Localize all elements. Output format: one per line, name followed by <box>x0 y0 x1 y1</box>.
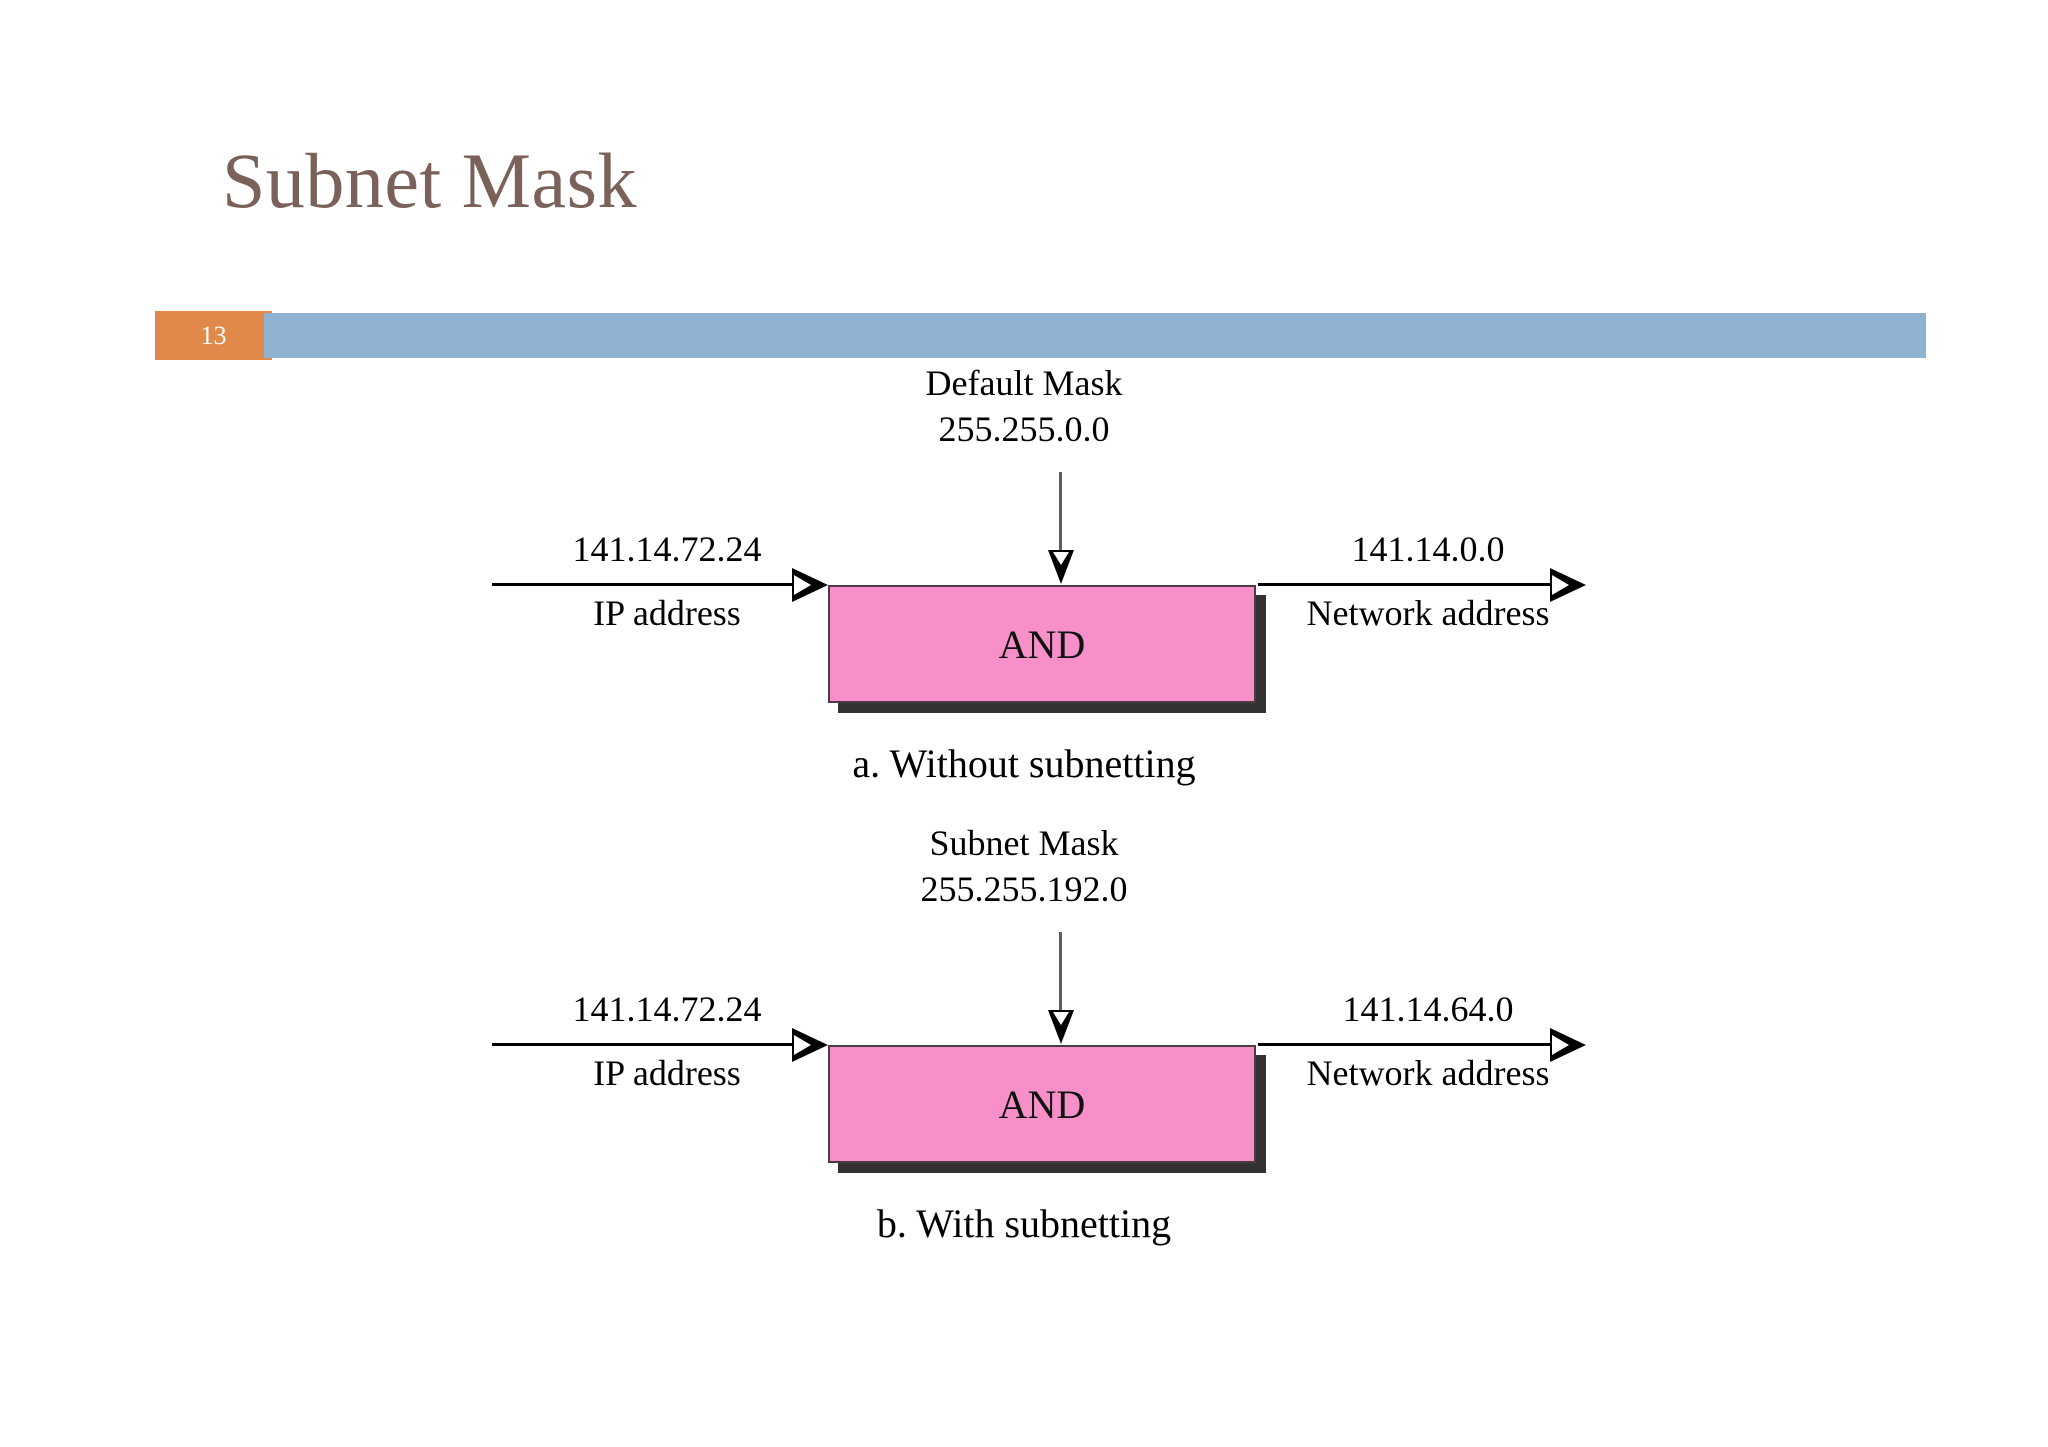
diagram-without-subnetting: Default Mask 255.255.0.0 141.14.72.24 IP… <box>0 360 2048 786</box>
mask-down-arrow <box>1048 472 1074 592</box>
output-flow-a: 141.14.0.0 Network address <box>1258 529 1598 640</box>
output-label: Network address <box>1306 593 1550 633</box>
input-flow-a: 141.14.72.24 IP address <box>492 529 842 640</box>
output-value: 141.14.64.0 <box>1342 989 1514 1029</box>
output-value: 141.14.0.0 <box>1351 529 1505 569</box>
input-label: IP address <box>593 593 741 633</box>
mask-value: 255.255.0.0 <box>938 409 1110 450</box>
mask-title: Subnet Mask <box>929 823 1119 863</box>
output-flow-b: 141.14.64.0 Network address <box>1258 989 1598 1100</box>
page-title: Subnet Mask <box>222 137 637 224</box>
input-flow-b: 141.14.72.24 IP address <box>492 989 842 1100</box>
header-band-bar <box>264 313 1926 358</box>
mask-title: Default Mask <box>925 363 1123 403</box>
input-label: IP address <box>593 1053 741 1093</box>
diagram-caption: b. With subnetting <box>876 1201 1172 1246</box>
diagram-caption: a. Without subnetting <box>852 741 1196 786</box>
input-value: 141.14.72.24 <box>572 989 762 1029</box>
header-band: 13 <box>0 311 2048 361</box>
output-label: Network address <box>1306 1053 1550 1093</box>
page-number-badge: 13 <box>155 311 272 360</box>
mask-annotation: Subnet Mask 255.255.192.0 <box>0 820 2048 912</box>
mask-down-arrow <box>1048 932 1074 1052</box>
and-operation-box: AND <box>828 585 1256 703</box>
mask-value: 255.255.192.0 <box>920 869 1128 910</box>
diagram-with-subnetting: Subnet Mask 255.255.192.0 141.14.72.24 I… <box>0 820 2048 1246</box>
and-operation-box: AND <box>828 1045 1256 1163</box>
input-value: 141.14.72.24 <box>572 529 762 569</box>
mask-annotation: Default Mask 255.255.0.0 <box>0 360 2048 452</box>
